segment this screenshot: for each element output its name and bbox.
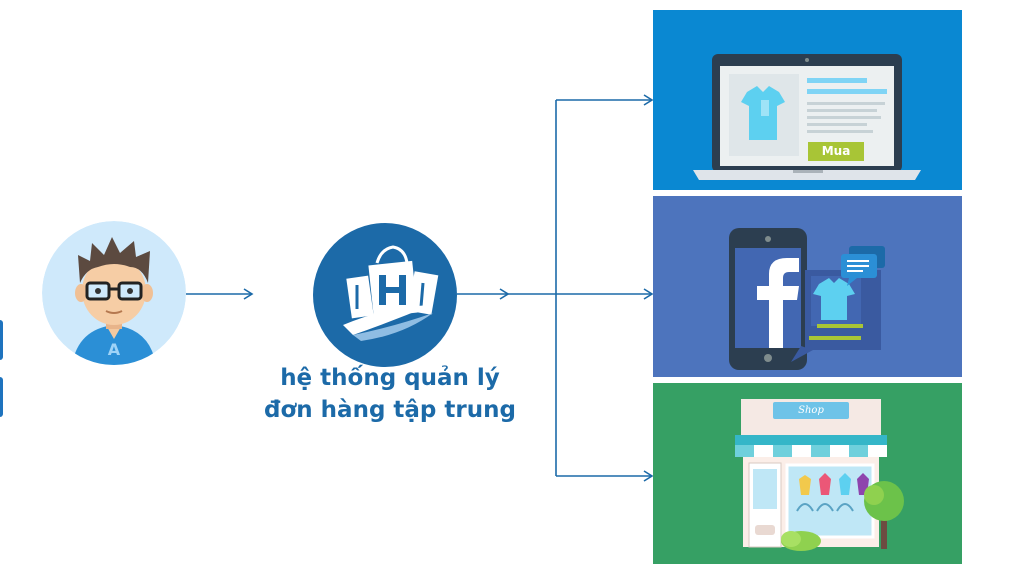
storefront-icon: [735, 399, 904, 551]
user-avatar: A: [42, 221, 186, 365]
shop-channel-panel: Shop: [653, 383, 962, 564]
left-edge-tab-top: [0, 320, 3, 360]
facebook-phone-icon: [729, 228, 885, 370]
website-channel-panel: Mua: [653, 10, 962, 190]
order-hub: [313, 223, 457, 367]
laptop-shirt-icon: [693, 54, 921, 180]
hub-caption-line2: đơn hàng tập trung: [264, 397, 516, 423]
facebook-channel-panel: [653, 196, 962, 377]
hub-caption-line1: hệ thống quản lý: [280, 365, 500, 391]
shop-sign: Shop: [798, 405, 824, 416]
buy-button: Mua: [808, 142, 864, 161]
shopping-bags-icon: [343, 245, 439, 341]
svg-text:A: A: [108, 340, 121, 359]
avatar-icon: A: [42, 221, 186, 365]
hub-caption: hệ thống quản lý đơn hàng tập trung: [240, 362, 540, 426]
left-edge-tab-bottom: [0, 377, 3, 417]
